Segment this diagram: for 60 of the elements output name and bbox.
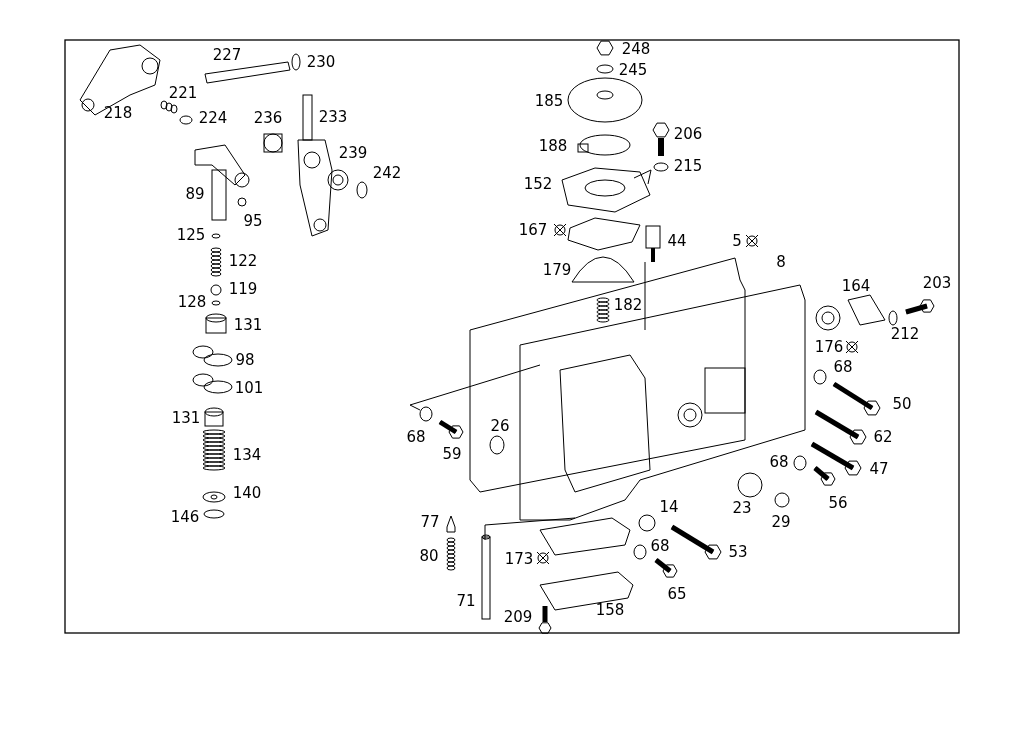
callout-number: 44 (667, 232, 687, 250)
callout-number: 182 (613, 296, 643, 314)
callout-number: 134 (232, 446, 262, 464)
callout-number: 68 (833, 358, 853, 376)
callout-number: 158 (595, 601, 625, 619)
callout-number: 95 (243, 212, 263, 230)
callout-number: 239 (338, 144, 368, 162)
callout-number: 59 (442, 445, 462, 463)
callout-number: 68 (406, 428, 426, 446)
callout-number: 248 (621, 40, 651, 58)
callout-number: 56 (828, 494, 848, 512)
callout-number: 236 (253, 109, 283, 127)
callout-number: 224 (198, 109, 228, 127)
callout-number: 14 (659, 498, 679, 516)
callout-number: 68 (769, 453, 789, 471)
callout-number: 77 (420, 513, 440, 531)
callout-number: 206 (673, 125, 703, 143)
callout-number: 26 (490, 417, 510, 435)
callout-number: 101 (234, 379, 264, 397)
callout-number: 131 (233, 316, 263, 334)
callout-number: 131 (171, 409, 201, 427)
callout-number: 179 (542, 261, 572, 279)
callout-number: 8 (776, 253, 786, 271)
callout-number: 242 (372, 164, 402, 182)
callout-number: 62 (873, 428, 893, 446)
callout-number: 212 (890, 325, 920, 343)
callout-number: 89 (185, 185, 205, 203)
callout-number: 68 (650, 537, 670, 555)
callout-number: 98 (235, 351, 255, 369)
callout-number: 188 (538, 137, 568, 155)
callout-number: 152 (523, 175, 553, 193)
callout-number: 221 (168, 84, 198, 102)
callout-number: 29 (771, 513, 791, 531)
callout-number: 53 (728, 543, 748, 561)
callout-number: 215 (673, 157, 703, 175)
callout-number: 164 (841, 277, 871, 295)
callout-number: 209 (503, 608, 533, 626)
callout-number: 203 (922, 274, 952, 292)
callout-number: 65 (667, 585, 687, 603)
callout-number: 5 (732, 232, 742, 250)
callout-number: 146 (170, 508, 200, 526)
callout-number: 173 (504, 550, 534, 568)
callout-number: 245 (618, 61, 648, 79)
callout-number: 167 (518, 221, 548, 239)
callout-number: 122 (228, 252, 258, 270)
callout-number: 233 (318, 108, 348, 126)
callout-number: 218 (103, 104, 133, 122)
callout-number: 140 (232, 484, 262, 502)
callout-number: 230 (306, 53, 336, 71)
callout-number: 119 (228, 280, 258, 298)
callout-number: 128 (177, 293, 207, 311)
callout-number: 71 (456, 592, 476, 610)
callout-number: 176 (814, 338, 844, 356)
callout-number: 23 (732, 499, 752, 517)
callout-number: 185 (534, 92, 564, 110)
callout-number: 227 (212, 46, 242, 64)
callout-number: 80 (419, 547, 439, 565)
callout-number: 50 (892, 395, 912, 413)
callout-number: 47 (869, 460, 889, 478)
callout-number: 125 (176, 226, 206, 244)
